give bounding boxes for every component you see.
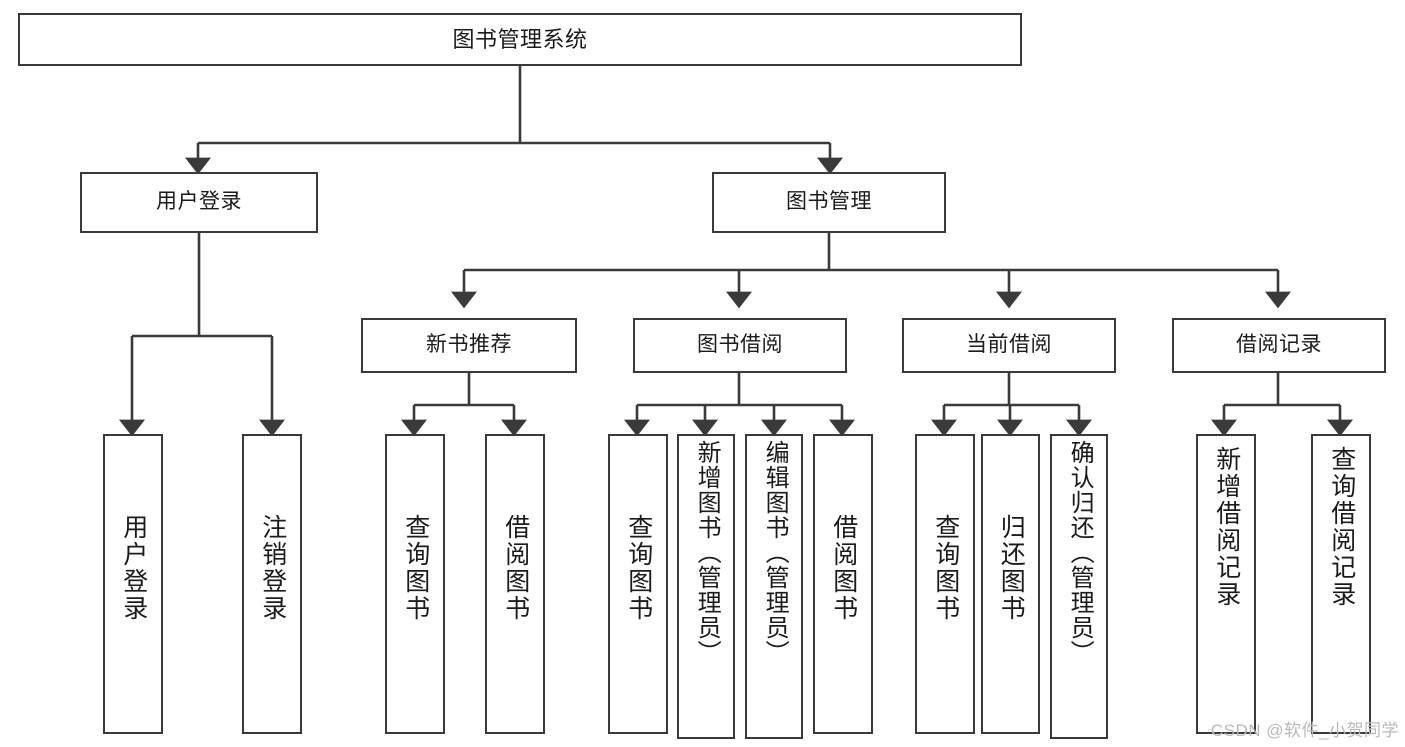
leaf-user-login[interactable]: 用户登录: [103, 434, 163, 734]
leaf-return-book[interactable]: 归还图书: [981, 434, 1040, 734]
node-book-borrow[interactable]: 图书借阅: [633, 318, 847, 373]
leaf-query-borrow-record[interactable]: 查询借阅记录: [1311, 434, 1371, 734]
leaf-add-book-admin[interactable]: 新增图书（管理员）: [677, 434, 735, 739]
node-new-book-recommend[interactable]: 新书推荐: [361, 318, 577, 373]
node-label: 查询借阅记录: [1327, 446, 1356, 608]
node-label: 用户登录: [119, 514, 148, 622]
node-label: 查询图书: [931, 514, 960, 622]
node-label: 图书管理: [786, 190, 872, 214]
node-label: 当前借阅: [966, 333, 1052, 357]
node-borrow-record[interactable]: 借阅记录: [1172, 318, 1386, 373]
node-current-borrow[interactable]: 当前借阅: [902, 318, 1116, 373]
node-user-login[interactable]: 用户登录: [80, 172, 318, 233]
watermark: CSDN @软件_小贺同学: [1210, 721, 1399, 740]
node-root-system[interactable]: 图书管理系统: [18, 13, 1022, 66]
leaf-query-book-new[interactable]: 查询图书: [385, 434, 445, 734]
node-label: 查询图书: [401, 514, 430, 622]
leaf-confirm-return-admin[interactable]: 确认归还（管理员）: [1050, 434, 1108, 739]
leaf-add-borrow-record[interactable]: 新增借阅记录: [1196, 434, 1256, 734]
node-label: 编辑图书（管理员）: [761, 440, 789, 665]
leaf-edit-book-admin[interactable]: 编辑图书（管理员）: [745, 434, 803, 739]
leaf-borrow-book-new[interactable]: 借阅图书: [485, 434, 545, 734]
node-label: 注销登录: [258, 514, 287, 622]
node-label: 确认归还（管理员）: [1066, 440, 1094, 665]
node-label: 借阅图书: [501, 514, 530, 622]
leaf-borrow-book[interactable]: 借阅图书: [813, 434, 873, 734]
node-label: 借阅图书: [829, 514, 858, 622]
leaf-query-book-current[interactable]: 查询图书: [915, 434, 975, 734]
node-book-management[interactable]: 图书管理: [712, 172, 946, 233]
node-label: 查询图书: [624, 514, 653, 622]
node-label: 归还图书: [997, 514, 1026, 622]
node-label: 用户登录: [156, 190, 242, 214]
node-label: 借阅记录: [1236, 333, 1322, 357]
leaf-logout[interactable]: 注销登录: [242, 434, 302, 734]
node-label: 图书管理系统: [452, 26, 588, 52]
leaf-query-book-borrow[interactable]: 查询图书: [608, 434, 668, 734]
node-label: 新书推荐: [426, 333, 512, 357]
node-label: 新增借阅记录: [1212, 446, 1241, 608]
node-label: 新增图书（管理员）: [693, 440, 721, 665]
node-label: 图书借阅: [697, 333, 783, 357]
